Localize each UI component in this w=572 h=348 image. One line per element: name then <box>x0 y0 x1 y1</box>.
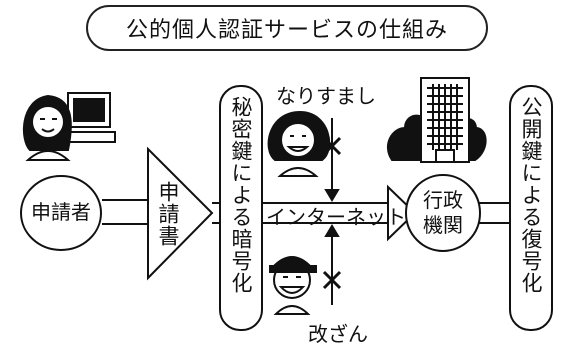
agency-node <box>405 174 481 252</box>
application-label: 申請書 <box>156 181 180 247</box>
flow-arrow <box>102 146 510 281</box>
x-mark-icon <box>322 270 342 290</box>
building-icon <box>420 77 470 163</box>
applicant-node <box>20 175 102 251</box>
encrypt-box <box>219 85 263 331</box>
internet-label: インターネット <box>266 205 406 229</box>
attack-arrow-tampering <box>324 224 340 305</box>
decrypt-label: 公開鍵による復号化 <box>519 96 543 294</box>
attack-arrow-spoofing <box>324 118 340 202</box>
tampering-label: 改ざん <box>308 322 368 346</box>
x-mark-icon <box>322 136 342 156</box>
agency-label: 行政機関 <box>423 188 463 237</box>
encrypt-label: 秘密鍵による暗号化 <box>229 96 253 294</box>
applicant-label: 申請者 <box>31 200 91 224</box>
woman-icon <box>267 110 331 177</box>
computer-icon <box>64 92 116 143</box>
man-cap-icon <box>269 256 317 315</box>
person-icon <box>22 94 72 161</box>
spoofing-label: なりすまし <box>276 84 376 108</box>
diagram-title: 公的個人認証サービスの仕組み <box>86 5 488 51</box>
decrypt-box <box>509 85 553 331</box>
